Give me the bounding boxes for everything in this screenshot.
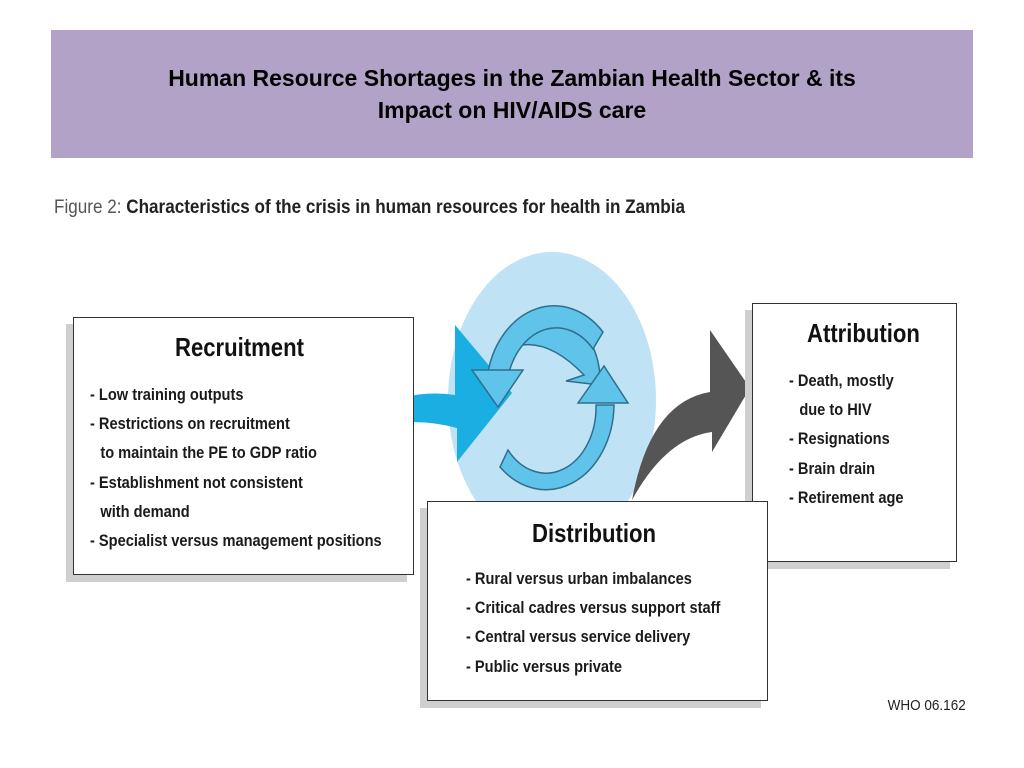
cycle-halo — [448, 252, 656, 548]
attribution-box: Attribution - Death, mostly due to HIV -… — [752, 303, 957, 562]
list-item: - Restrictions on recruitment — [90, 414, 290, 434]
title-banner: Human Resource Shortages in the Zambian … — [51, 30, 973, 158]
cycle-arrow-upper-band — [487, 305, 604, 378]
list-item: - Low training outputs — [90, 385, 244, 404]
right-flow-arrow — [632, 330, 750, 500]
list-item: to maintain the PE to GDP ratio — [100, 443, 317, 463]
slide-title-line-2: Impact on HIV/AIDS care — [377, 97, 647, 123]
figure-label: Figure 2: — [54, 197, 122, 218]
distribution-title: Distribution — [532, 518, 656, 548]
cycle-arrow-lower-head — [576, 364, 630, 404]
attribution-list: - Death, mostly due to HIV - Resignation… — [789, 366, 922, 512]
left-flow-arrow — [350, 325, 512, 462]
distribution-list: - Rural versus urban imbalances - Critic… — [466, 564, 762, 681]
list-item: - Specialist versus management positions — [90, 531, 382, 551]
source-credit: WHO 06.162 — [887, 697, 966, 714]
list-item: - Rural versus urban imbalances — [466, 569, 692, 588]
list-item: - Critical cadres versus support staff — [466, 598, 721, 618]
list-item: - Establishment not consistent — [90, 472, 303, 492]
list-item: - Public versus private — [466, 656, 623, 676]
cycle-arrow-lower-band — [499, 404, 615, 491]
figure-caption: Figure 2: Characteristics of the crisis … — [54, 197, 685, 219]
list-item: - Resignations — [789, 429, 890, 449]
list-item: - Brain drain — [789, 458, 876, 478]
list-item: - Central versus service delivery — [466, 627, 691, 647]
list-item: - Death, mostly — [789, 371, 894, 390]
cycle-arrows-icon — [470, 305, 630, 491]
cycle-arrow-upper-head — [470, 369, 525, 409]
recruitment-list: - Low training outputs - Restrictions on… — [90, 380, 429, 555]
list-item: due to HIV — [799, 400, 872, 420]
recruitment-title: Recruitment — [175, 332, 304, 362]
slide-title-line-1: Human Resource Shortages in the Zambian … — [168, 65, 856, 91]
recruitment-box: Recruitment - Low training outputs - Res… — [73, 317, 414, 575]
list-item: - Retirement age — [789, 487, 904, 507]
attribution-title: Attribution — [807, 318, 920, 348]
list-item: with demand — [100, 501, 190, 521]
distribution-box: Distribution - Rural versus urban imbala… — [427, 501, 768, 701]
figure-caption-text: Characteristics of the crisis in human r… — [126, 197, 686, 218]
